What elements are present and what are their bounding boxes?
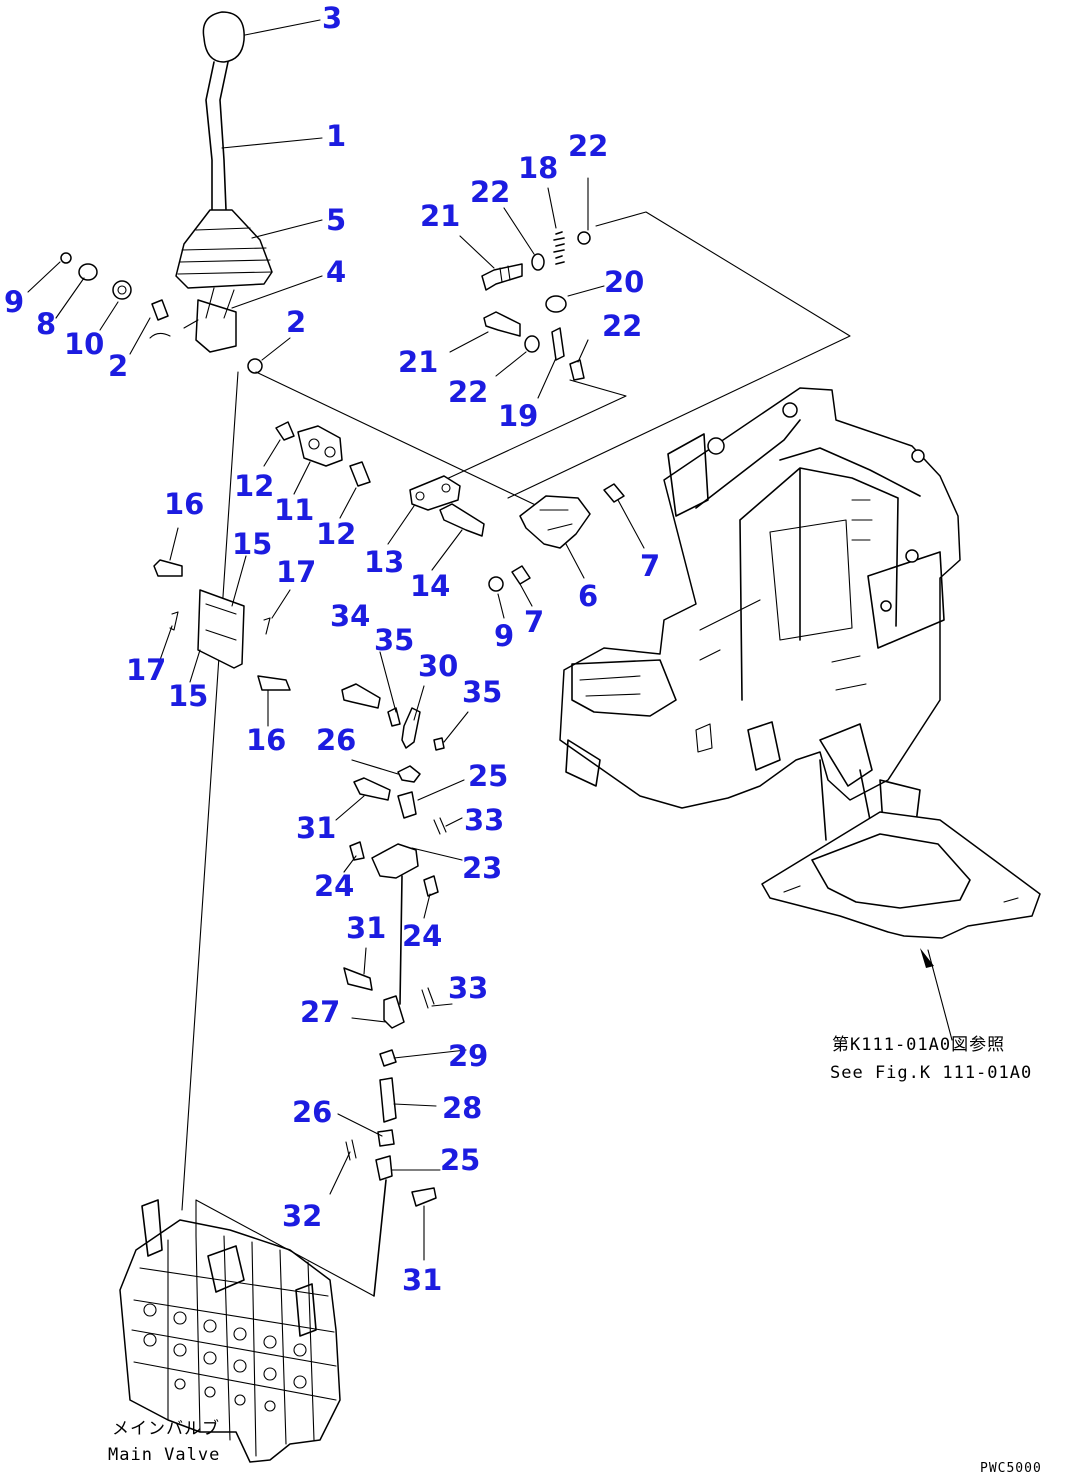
callout-28: 28 — [442, 1091, 482, 1125]
callout-22: 22 — [568, 129, 608, 163]
callout-21: 21 — [420, 199, 460, 233]
callout-30: 30 — [418, 649, 458, 683]
callout-4: 4 — [326, 255, 346, 289]
callout-12: 12 — [316, 517, 356, 551]
callout-35: 35 — [462, 675, 502, 709]
callout-15: 15 — [168, 679, 208, 713]
callout-31: 31 — [402, 1263, 442, 1297]
shift-lever-assembly — [27, 11, 547, 1211]
callout-6: 6 — [578, 579, 598, 613]
callout-22: 22 — [470, 175, 510, 209]
callout-17: 17 — [276, 555, 316, 589]
callout-24: 24 — [314, 869, 354, 903]
callout-31: 31 — [296, 811, 336, 845]
callout-9: 9 — [4, 285, 24, 319]
callout-15: 15 — [232, 527, 272, 561]
callout-31: 31 — [346, 911, 386, 945]
callout-8: 8 — [36, 307, 56, 341]
callout-25: 25 — [440, 1143, 480, 1177]
floor-plate — [761, 811, 1041, 1041]
callout-22: 22 — [448, 375, 488, 409]
callout-35: 35 — [374, 623, 414, 657]
callout-10: 10 — [64, 327, 104, 361]
main-valve-label-en: Main Valve — [108, 1445, 220, 1465]
callout-2: 2 — [108, 349, 128, 383]
callout-26: 26 — [292, 1095, 332, 1129]
rod-linkage — [329, 651, 469, 1297]
callout-1: 1 — [326, 119, 346, 153]
callout-7: 7 — [524, 605, 544, 639]
callout-14: 14 — [410, 569, 450, 603]
callout-25: 25 — [468, 759, 508, 793]
callout-18: 18 — [518, 151, 558, 185]
callout-11: 11 — [274, 493, 314, 527]
callout-24: 24 — [402, 919, 442, 953]
callout-33: 33 — [464, 803, 504, 837]
callout-19: 19 — [498, 399, 538, 433]
callout-29: 29 — [448, 1039, 488, 1073]
callout-7: 7 — [640, 549, 660, 583]
main-valve-label-jp: メインバルブ — [112, 1418, 220, 1439]
figure-code: PWC5000 — [980, 1461, 1042, 1476]
callout-labels: 3 1 5 4 2 9 8 10 2 21 22 18 22 20 21 22 … — [4, 1, 660, 1297]
linkage-parts — [263, 421, 645, 619]
see-fig-note-en: See Fig.K 111-01A0 — [830, 1063, 1032, 1083]
lever-bracket — [195, 299, 237, 353]
callout-20: 20 — [604, 265, 644, 299]
callout-34: 34 — [330, 599, 370, 633]
callout-12: 12 — [234, 469, 274, 503]
detent-parts — [439, 177, 851, 499]
lever-rod — [205, 61, 229, 211]
guide-plates — [153, 527, 291, 727]
callout-3: 3 — [322, 1, 342, 35]
frame-structure — [559, 387, 961, 841]
callout-22: 22 — [602, 309, 642, 343]
callout-21: 21 — [398, 345, 438, 379]
reference-notes: 第K111-01A0図参照 See Fig.K 111-01A0 メインバルブ … — [108, 1035, 1042, 1476]
callout-16: 16 — [164, 487, 204, 521]
callout-13: 13 — [364, 545, 404, 579]
lever-knob — [202, 11, 245, 63]
callout-2: 2 — [286, 305, 306, 339]
callout-26: 26 — [316, 723, 356, 757]
callout-27: 27 — [300, 995, 340, 1029]
main-valve — [119, 1199, 375, 1463]
callout-23: 23 — [462, 851, 502, 885]
callout-33: 33 — [448, 971, 488, 1005]
callout-5: 5 — [326, 203, 346, 237]
callout-17: 17 — [126, 653, 166, 687]
see-fig-note-jp: 第K111-01A0図参照 — [832, 1035, 1005, 1055]
callout-32: 32 — [282, 1199, 322, 1233]
callout-16: 16 — [246, 723, 286, 757]
callout-9: 9 — [494, 619, 514, 653]
lever-rod-line — [181, 371, 239, 1211]
